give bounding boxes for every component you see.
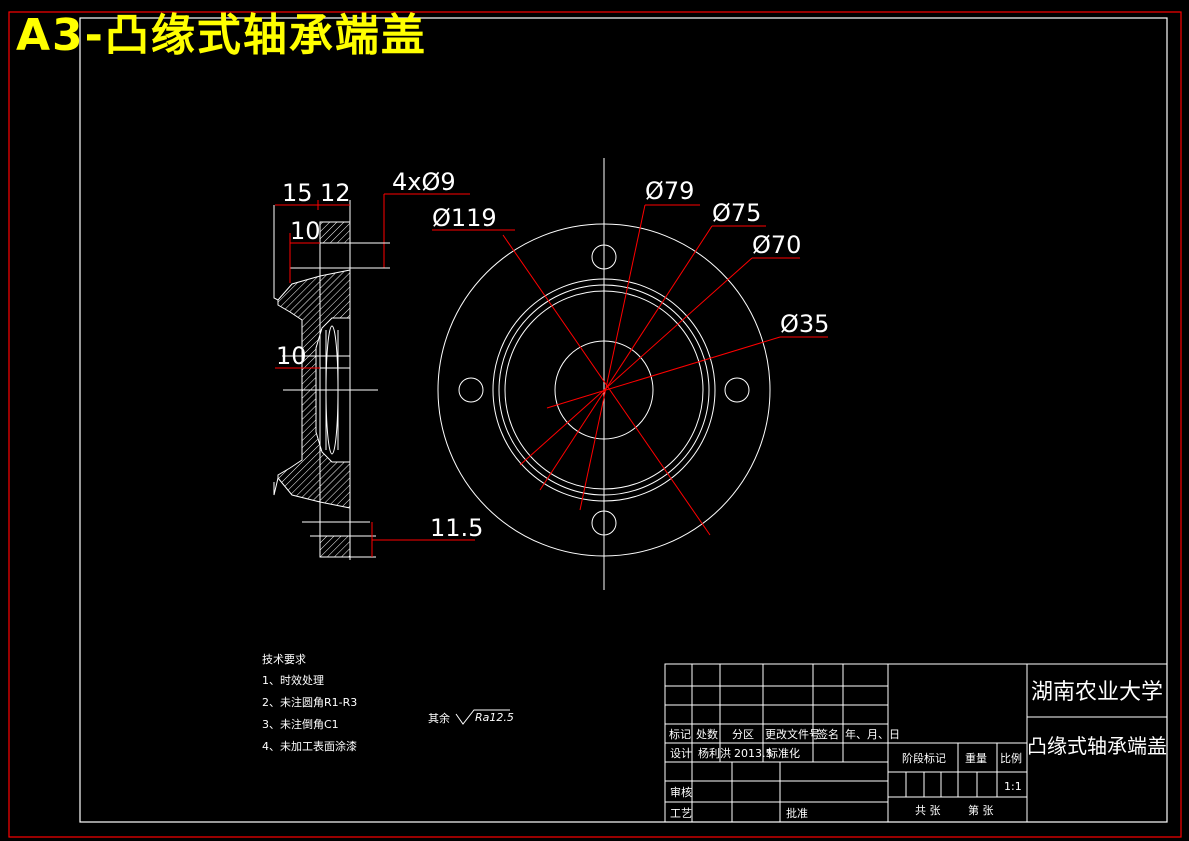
dim-d119: Ø119 (432, 204, 497, 232)
tb-h-count: 处数 (696, 728, 718, 741)
tb-part-name: 凸缘式轴承端盖 (1027, 734, 1167, 758)
tech-item-2: 2、未注圆角R1-R3 (262, 695, 357, 709)
tb-school: 湖南农业大学 (1031, 680, 1163, 705)
tb-h-mark: 标记 (669, 727, 691, 741)
tb-weight: 重量 (965, 751, 987, 765)
dimension-texts: 4xØ9 Ø119 Ø79 Ø75 Ø70 Ø35 15 12 10 10 11… (276, 168, 829, 542)
tb-date: 2013.5 (734, 747, 773, 760)
drawing-title: A3-凸缘式轴承端盖 (16, 10, 427, 61)
title-block-texts: 标记 处数 分区 更改文件号 签名 年、月、日 设计 杨利洪 2013.5 标准… (669, 680, 1167, 820)
outer-border (8, 11, 1182, 838)
tb-sheets-total: 共 张 (915, 804, 941, 817)
dim-d70: Ø70 (752, 231, 801, 259)
dim-d79: Ø79 (645, 177, 694, 205)
section-view (273, 200, 390, 560)
dim-10-mid: 10 (276, 342, 307, 370)
tb-sheet-no: 第 张 (968, 803, 994, 817)
tech-heading: 技术要求 (262, 653, 306, 666)
tech-item-1: 1、时效处理 (262, 673, 324, 687)
tb-stage: 阶段标记 (902, 751, 946, 765)
front-view (437, 158, 771, 590)
tech-item-4: 4、未加工表面涂漆 (262, 739, 357, 753)
dim-d75: Ø75 (712, 199, 761, 227)
tb-review: 审核 (670, 785, 692, 799)
tb-designer: 杨利洪 (698, 746, 731, 760)
tech-item-3: 3、未注倒角C1 (262, 717, 339, 731)
roughness-prefix: 其余 (428, 711, 450, 725)
tb-h-zone: 分区 (732, 728, 754, 741)
roughness-symbol (455, 709, 510, 725)
bolt-hole-right (724, 377, 750, 403)
tb-h-change: 更改文件号 (765, 727, 820, 741)
section-dimensions (275, 200, 475, 557)
dim-d35: Ø35 (780, 310, 829, 338)
dim-12: 12 (320, 179, 351, 207)
dim-10-top: 10 (290, 217, 321, 245)
title-block (664, 663, 1168, 823)
tb-scale-label: 比例 (1000, 751, 1022, 765)
roughness-value: Ra12.5 (475, 711, 514, 724)
tb-standard: 标准化 (767, 746, 800, 760)
bolt-hole-left (458, 377, 484, 403)
dim-11-5: 11.5 (430, 514, 483, 542)
tb-h-date: 年、月、日 (845, 727, 900, 741)
roughness-note: 其余 Ra12.5 (428, 709, 514, 725)
dim-4xd9: 4xØ9 (392, 168, 456, 196)
front-view-dimensions (383, 193, 828, 536)
tb-approve: 批准 (786, 806, 808, 820)
tb-h-sign: 签名 (817, 727, 839, 741)
tb-design-label: 设计 (670, 747, 692, 760)
tech-requirements: 技术要求 1、时效处理 2、未注圆角R1-R3 3、未注倒角C1 4、未加工表面… (262, 653, 357, 753)
dim-15: 15 (282, 179, 313, 207)
tb-process: 工艺 (670, 807, 692, 820)
tb-scale-value: 1:1 (1004, 780, 1022, 793)
inner-frame (79, 17, 1168, 823)
